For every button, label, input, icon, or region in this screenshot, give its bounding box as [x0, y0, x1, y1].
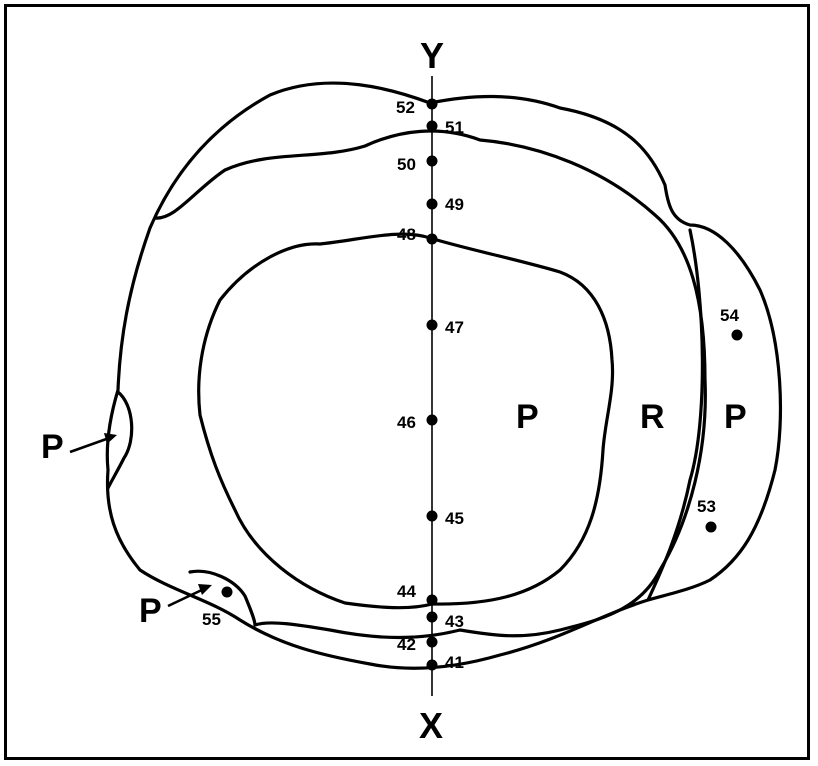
- point-47: [426, 319, 438, 331]
- outer-boundary: [105, 81, 783, 670]
- axis-top-label: Y: [420, 35, 444, 76]
- point-45: [426, 510, 438, 522]
- point-48: [426, 233, 438, 245]
- point-46: [426, 414, 438, 426]
- point-55: [221, 586, 233, 598]
- point-label-53: 53: [697, 497, 716, 516]
- callout-left-p: P: [41, 428, 64, 466]
- point-label-46: 46: [397, 413, 416, 432]
- point-label-43: 43: [445, 612, 464, 631]
- point-52: [426, 98, 438, 110]
- right-divider: [646, 228, 704, 602]
- point-54: [731, 329, 743, 341]
- point-label-52: 52: [396, 98, 415, 117]
- point-label-50: 50: [397, 155, 416, 174]
- bottom-left-lens: [188, 569, 257, 627]
- point-label-55: 55: [202, 610, 221, 629]
- point-label-49: 49: [445, 195, 464, 214]
- point-label-42: 42: [397, 635, 416, 654]
- point-53: [705, 521, 717, 533]
- arrowhead-icon: [104, 433, 117, 444]
- point-51: [426, 120, 438, 132]
- region-label-inner-p: P: [516, 398, 539, 436]
- region-label-ring-r: R: [640, 398, 665, 436]
- left-lens: [106, 390, 134, 490]
- inner-boundary: [197, 232, 615, 610]
- point-42: [426, 636, 438, 648]
- region-label-outer-p: P: [724, 398, 747, 436]
- diagram-frame: [4, 4, 810, 760]
- point-label-45: 45: [445, 509, 464, 528]
- axis-bottom-label: X: [419, 705, 443, 746]
- point-label-54: 54: [720, 306, 739, 325]
- point-50: [426, 155, 438, 167]
- callout-left-arrow: [69, 435, 113, 454]
- sample-points: [221, 98, 743, 671]
- point-label-44: 44: [397, 582, 416, 601]
- point-label-41: 41: [445, 653, 464, 672]
- callout-bottom-left-arrow: [167, 586, 207, 608]
- point-44: [426, 594, 438, 606]
- point-41: [426, 659, 438, 671]
- point-label-48: 48: [397, 225, 416, 244]
- point-label-47: 47: [445, 318, 464, 337]
- point-43: [426, 611, 438, 623]
- middle-boundary: [153, 129, 707, 640]
- callout-bottom-left-p: P: [139, 592, 162, 630]
- point-label-51: 51: [445, 118, 464, 137]
- arrowhead-icon: [198, 584, 212, 595]
- point-49: [426, 198, 438, 210]
